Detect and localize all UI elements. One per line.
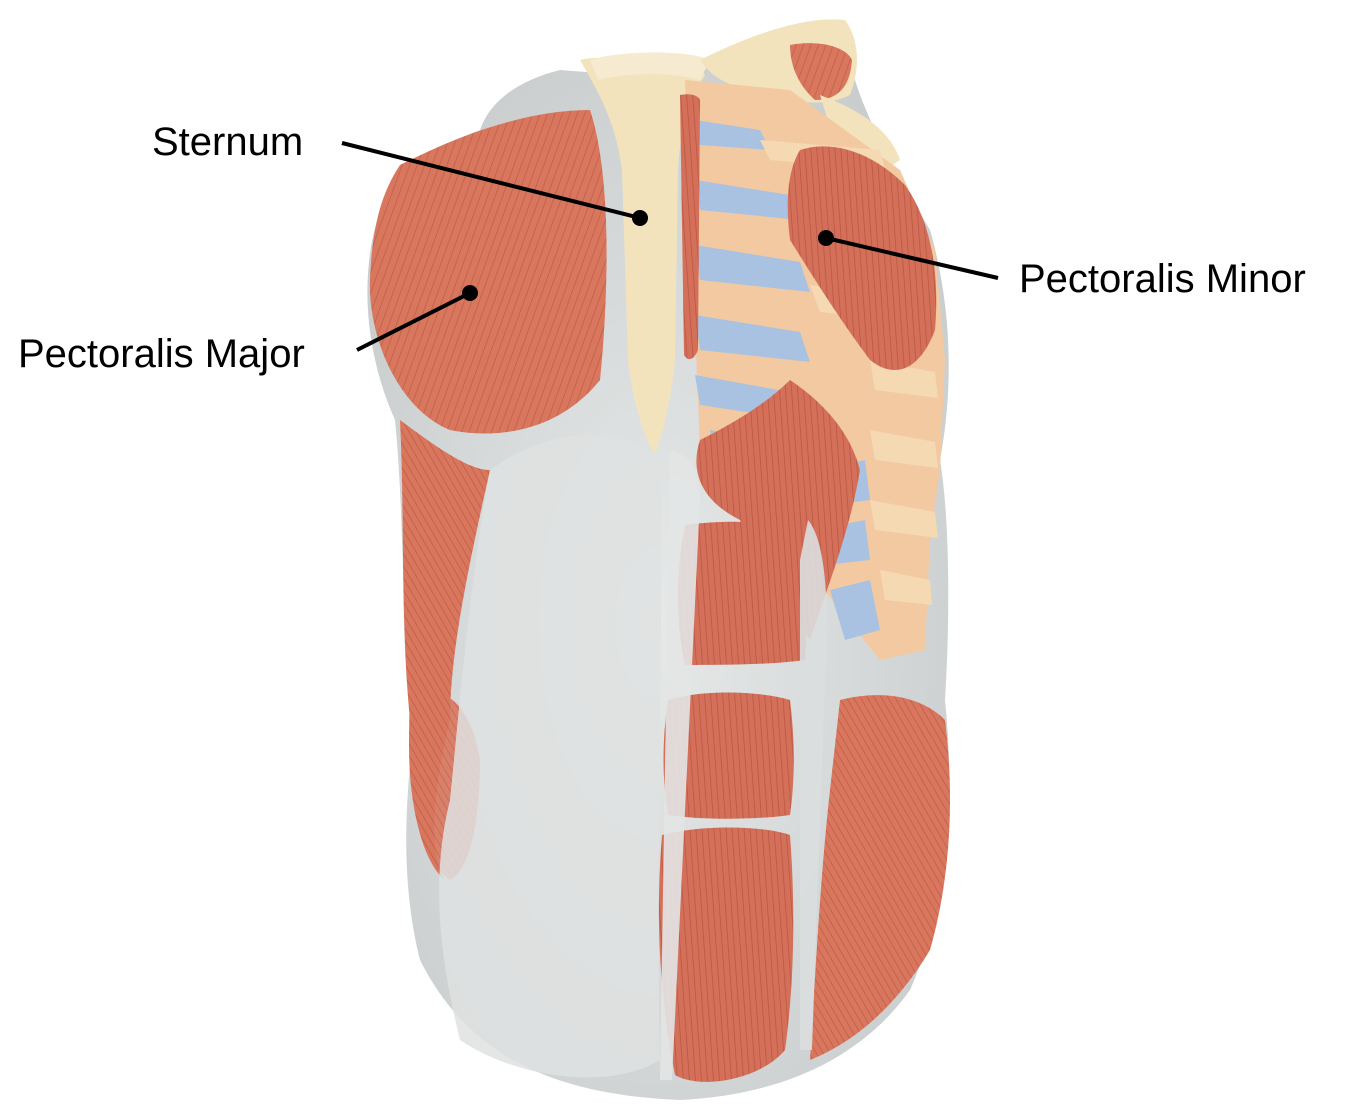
pectoralis-minor-label: Pectoralis Minor [1019,259,1306,299]
sternum-label: Sternum [152,122,303,162]
pectoralis-major-label: Pectoralis Major [18,334,305,374]
